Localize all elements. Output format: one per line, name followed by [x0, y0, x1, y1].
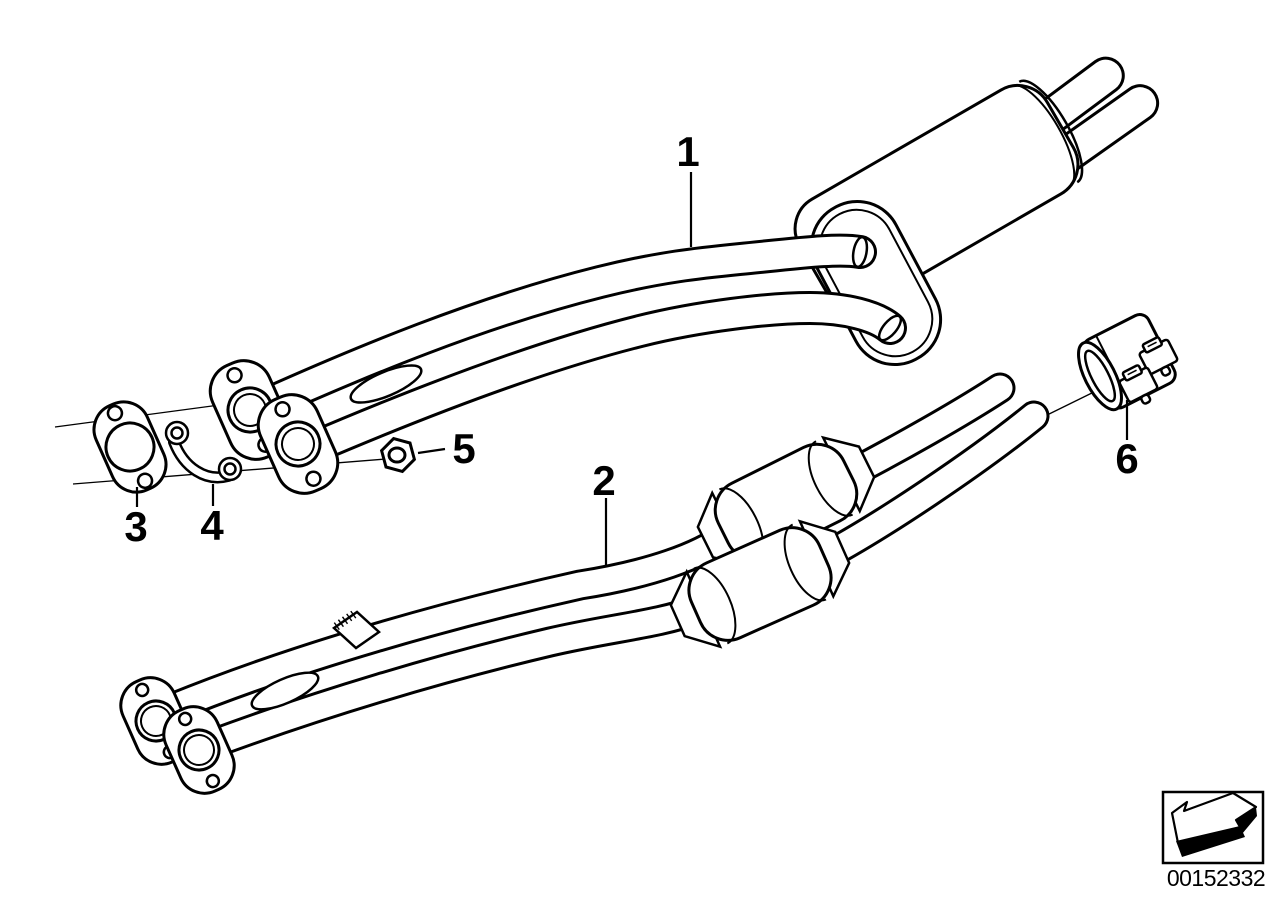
nut-bore: [387, 446, 407, 464]
clamp-bolt-lower: [1118, 364, 1159, 405]
part-6-clamp: [1077, 313, 1179, 412]
bolt-tab: [1160, 365, 1172, 377]
bolt-hole: [136, 472, 154, 490]
pipe-end-rim-lower: [877, 314, 903, 342]
catalytic-converter-lower: [669, 519, 851, 649]
arrow-bottom-face: [1176, 826, 1245, 857]
flange-bore-inner: [140, 705, 172, 737]
bolt-hole: [274, 401, 291, 418]
flange-bore-inner: [233, 393, 267, 427]
cat-barrel: [687, 526, 833, 642]
strap-eyelet-hole: [223, 462, 237, 476]
part-3-gasket: [92, 400, 168, 494]
gasket-bore: [104, 421, 156, 473]
cat-inlet-pipe-lower-fill: [199, 597, 709, 757]
cat-seam-right: [783, 523, 827, 602]
web-cutout-oval: [250, 671, 320, 711]
direction-arrow-icon: [1170, 791, 1258, 857]
clamp-ring-bore: [1083, 349, 1117, 403]
pipe-end-rim-upper: [851, 235, 869, 269]
mounting-tab: [331, 610, 382, 650]
part-4-bracket: [164, 420, 243, 484]
bolt-slot: [1127, 369, 1137, 376]
bolt-hole: [205, 773, 221, 789]
leader-line-5: [417, 447, 446, 455]
callout-label-4[interactable]: 4: [200, 502, 224, 549]
clamp-axis-line: [1040, 388, 1101, 419]
stamp: 00152332: [1161, 790, 1266, 891]
front-pipe-lower-fill: [294, 293, 904, 464]
bolt-tab: [1140, 393, 1152, 405]
endcap-seam-outer: [1018, 79, 1084, 184]
front-pipe-upper-fill: [248, 236, 874, 420]
callout-label-2[interactable]: 2: [592, 457, 615, 504]
callout-label-6[interactable]: 6: [1115, 435, 1138, 482]
web-cutout-oval: [349, 364, 423, 404]
part-2-catalytic-converter-assembly: [119, 372, 1050, 795]
part-1-front-silencer-assembly: [208, 56, 1160, 495]
arrow-side-face: [1236, 807, 1257, 834]
weld-hatching: [333, 610, 357, 631]
flange-bore-inner: [281, 427, 315, 461]
callouts: 1 2 3 4 5 6: [124, 128, 1139, 566]
endcap-seam-inner: [1010, 84, 1076, 188]
cat-inlet-pipe-upper-fill: [159, 523, 739, 721]
bolt-hole: [226, 367, 243, 384]
image-number: 00152332: [1167, 865, 1265, 891]
bolt-slot: [1147, 341, 1157, 348]
bolt-hole: [305, 470, 322, 487]
cat-outlet-pipe-lower-fill: [805, 403, 1047, 573]
callout-label-3[interactable]: 3: [124, 503, 147, 550]
strap-eyelet-hole: [170, 426, 184, 440]
flange-bore-inner: [183, 734, 215, 766]
front-pipe-upper-outline: [245, 233, 877, 423]
front-flange-right: [162, 705, 236, 795]
part-5-nut: [379, 436, 417, 474]
cat-seam-right: [807, 440, 854, 517]
bolt-hole: [177, 711, 193, 727]
callout-label-5[interactable]: 5: [452, 425, 475, 472]
bolt-hole: [106, 404, 124, 422]
callout-label-1[interactable]: 1: [676, 128, 699, 175]
cat-seam-left: [693, 566, 737, 645]
silencer-flange-right: [256, 393, 340, 495]
bolt-hole: [134, 682, 150, 698]
clamp-bolt-upper: [1138, 336, 1179, 377]
